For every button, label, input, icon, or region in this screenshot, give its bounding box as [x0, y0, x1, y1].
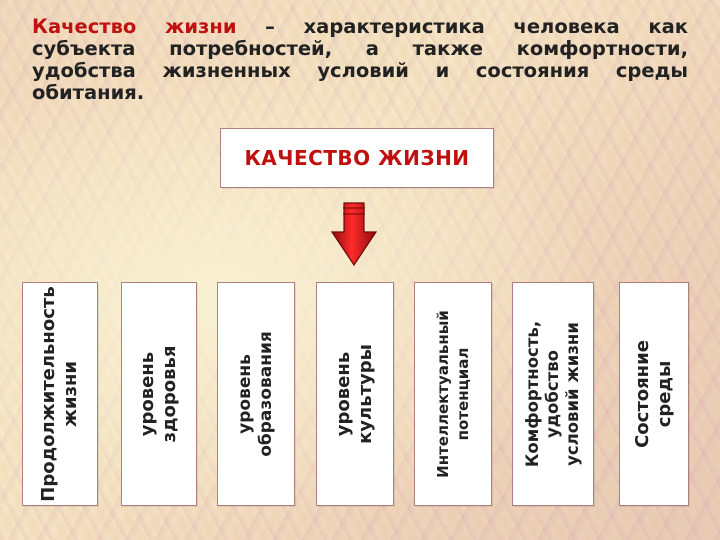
component-line: Комфортность, [523, 320, 542, 468]
component-life-expectancy: Продолжительность жизни [22, 282, 98, 506]
component-line: потенциал [454, 347, 472, 441]
component-line: уровень [137, 351, 158, 437]
definition-body: – характеристика человека как субъекта п… [32, 15, 688, 104]
component-line: Продолжительность [38, 286, 59, 502]
component-line: уровень [333, 351, 354, 437]
arrow-down-icon [331, 202, 377, 266]
component-line: удобство [543, 349, 562, 439]
component-living-comfort: Комфортность, удобство условий жизни [512, 282, 594, 506]
component-line: образования [256, 331, 276, 457]
definition-term: Качество жизни [32, 15, 237, 38]
component-line: здоровья [159, 345, 180, 443]
component-line: Состояние [632, 340, 653, 448]
component-line: условий жизни [563, 322, 582, 466]
component-line: жизни [60, 360, 81, 428]
component-environment-state: Состояние среды [619, 282, 689, 506]
component-culture-level: уровень культуры [316, 282, 394, 506]
component-health-level: уровень здоровья [121, 282, 197, 506]
quality-of-life-label: КАЧЕСТВО ЖИЗНИ [244, 146, 470, 170]
component-education-level: уровень образования [217, 282, 295, 506]
component-line: Интеллектуальный [434, 310, 452, 478]
component-line: среды [654, 360, 675, 428]
component-line: уровень [235, 354, 255, 434]
component-line: культуры [355, 344, 376, 444]
definition-text: Качество жизни – характеристика человека… [32, 16, 688, 104]
component-intellectual-potential: Интеллектуальный потенциал [414, 282, 492, 506]
quality-of-life-box: КАЧЕСТВО ЖИЗНИ [220, 128, 494, 188]
